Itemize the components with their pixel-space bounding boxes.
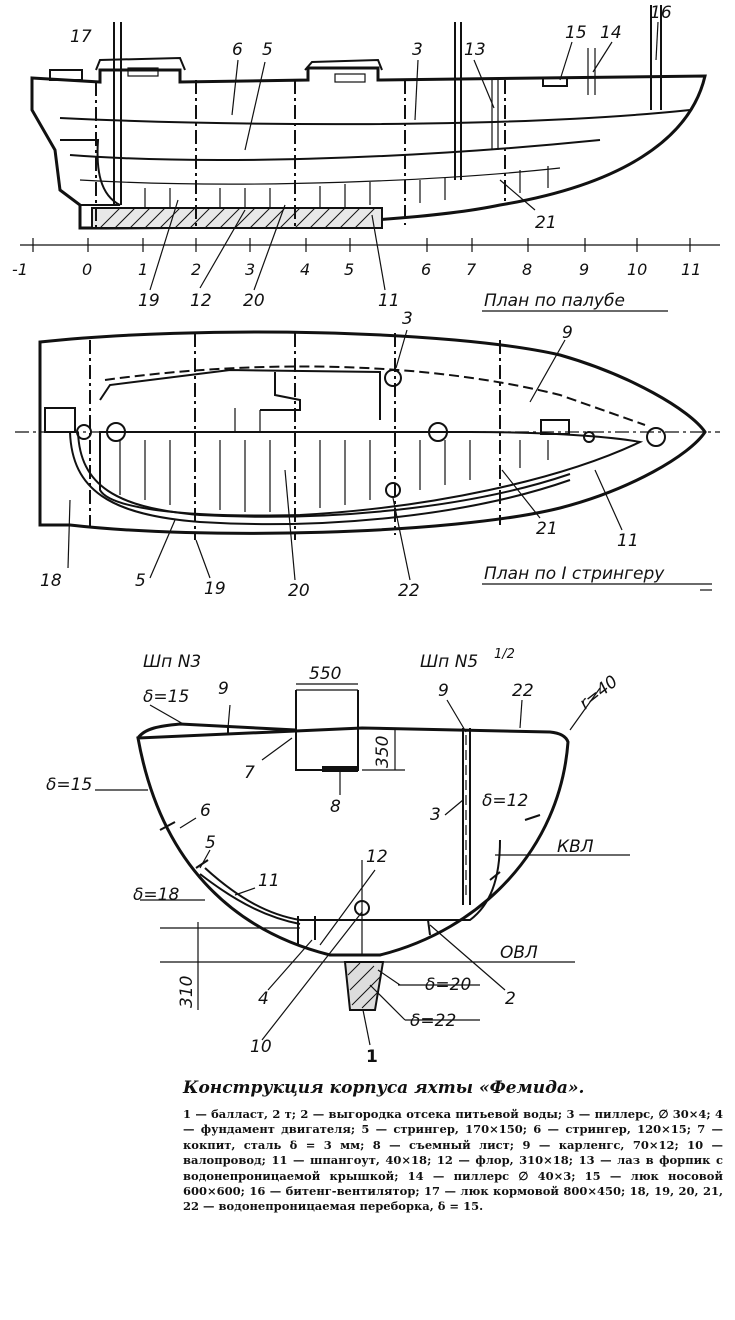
frame-tick-label: 10 [627, 260, 647, 279]
deck-plan-title: План по палубе [484, 291, 625, 311]
section-part-label: 2 [505, 989, 516, 1009]
side-part-label: 3 [412, 40, 423, 60]
section-part-label: 8 [330, 797, 341, 817]
frame-tick-label: 5 [344, 260, 354, 279]
dim-depth: 310 [177, 976, 197, 1008]
thickness-label: δ=12 [482, 791, 528, 811]
frame-tick-label: 9 [579, 260, 589, 279]
stringer-5 [69, 139, 601, 161]
section-part-label: 5 [205, 833, 216, 853]
section-part-label: 6 [200, 801, 211, 821]
section-part-label: 7 [244, 763, 255, 783]
plan-part-label: 9 [562, 323, 573, 343]
section-frame-right-fraction: 1/2 [494, 647, 515, 662]
plan-part-label: 18 [40, 571, 62, 591]
frame-tick-label: 4 [300, 260, 310, 279]
section-part-label: 3 [430, 805, 441, 825]
side-part-label: 14 [600, 23, 622, 43]
plan-part-label: 21 [536, 519, 558, 539]
section-frame-right: Шп N5 [420, 652, 478, 672]
section-part-label: 11 [258, 871, 280, 891]
aft-hatch [49, 69, 83, 81]
side-part-label: 13 [464, 40, 486, 60]
side-hull-outline [30, 66, 707, 230]
section-part-label: 4 [258, 989, 269, 1009]
stringer-6 [59, 109, 691, 126]
plan-part-label: 5 [135, 571, 146, 591]
stringer-5-plan [69, 431, 571, 526]
frame-tick-label: 6 [421, 260, 431, 279]
section-part-label: 9 [438, 681, 449, 701]
side-part-label: 6 [232, 40, 243, 60]
section-hull-outline [136, 722, 570, 957]
plan-part-label: 22 [398, 581, 420, 601]
side-part-label: 16 [650, 3, 672, 23]
stringer-plan-title: План по I стрингеру [484, 564, 665, 584]
caption-title: Конструкция корпуса яхты «Фемида». [183, 1078, 585, 1098]
carlings-9 [104, 365, 646, 426]
section-part-label: 22 [512, 681, 534, 701]
waterline-kvl-label: КВЛ [557, 837, 594, 857]
section-part-label: 9 [218, 679, 229, 699]
caption-legend: 1 — балласт, 2 т; 2 — выгородка отсека п… [183, 1107, 723, 1214]
section-part-label: 10 [250, 1037, 272, 1057]
thickness-label: δ=18 [133, 885, 179, 905]
plan-hull-outline [38, 330, 707, 535]
plan-part-label: 20 [288, 581, 310, 601]
thickness-label: δ=15 [46, 775, 92, 795]
side-part-label: 19 [138, 291, 160, 311]
side-part-label: 11 [378, 291, 400, 311]
frame-tick-label: 3 [245, 260, 255, 279]
plan-view: План по палубе [15, 291, 720, 601]
plan-part-label: 19 [204, 579, 226, 599]
section-frame-left: Шп N3 [143, 652, 201, 672]
frame-11-section [204, 867, 301, 921]
side-part-label: 21 [535, 213, 557, 233]
dim-width: 550 [309, 664, 341, 684]
waterline-ovl-label: ОВЛ [500, 943, 538, 963]
mast-pillars [113, 5, 662, 205]
ballast-keel-section [343, 961, 385, 1011]
side-part-label: 5 [262, 40, 273, 60]
section-part-label: 12 [366, 847, 388, 867]
frame-tick-label: -1 [12, 260, 28, 279]
plan-part-label: 11 [617, 531, 639, 551]
radius-label: r=40 [576, 672, 622, 714]
yacht-hull-drawing: -1 0 1 2 3 4 5 6 7 8 9 10 11 17 6 5 [12, 3, 720, 1067]
side-part-label: 12 [190, 291, 212, 311]
figure-caption: Конструкция корпуса яхты «Фемида». 1 — б… [183, 1078, 723, 1215]
thickness-label: δ=20 [425, 975, 471, 995]
frame-tick-label: 2 [191, 260, 201, 279]
plan-part-label: 3 [402, 309, 413, 329]
frame-tick-label: 8 [522, 260, 532, 279]
frames [144, 166, 549, 208]
dim-height: 350 [373, 736, 393, 768]
frame-tick-label: 11 [681, 260, 701, 279]
side-view: -1 0 1 2 3 4 5 6 7 8 9 10 11 17 6 5 [12, 3, 720, 311]
thickness-label: δ=22 [410, 1011, 456, 1031]
side-part-label: 15 [565, 23, 587, 43]
thickness-label: δ=15 [143, 687, 189, 707]
fore-hatch [542, 77, 568, 87]
removable-plate [322, 766, 358, 772]
section-part-label: 1 [366, 1047, 378, 1067]
side-part-label: 20 [243, 291, 265, 311]
section-view: Шп N3 Шп N5 1/2 550 350 [46, 647, 630, 1067]
frame-tick-label: 7 [466, 260, 477, 279]
frame-tick-label: 1 [138, 260, 148, 279]
side-part-label: 17 [70, 27, 92, 47]
frame-tick-label: 0 [82, 260, 92, 279]
